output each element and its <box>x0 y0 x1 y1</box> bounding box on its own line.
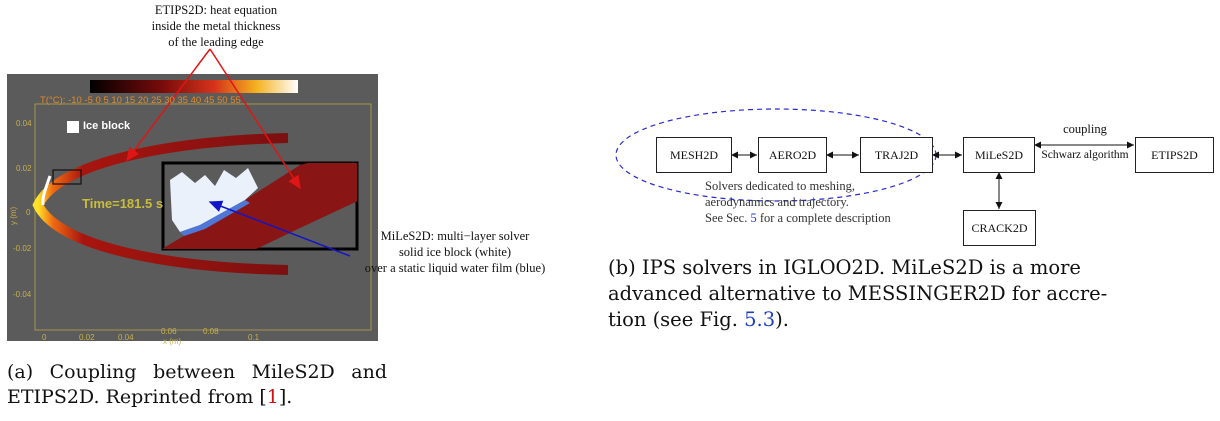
solver-note-line3: See Sec. 5 for a complete description <box>705 210 945 226</box>
etips2d-annotation-line2: inside the metal thickness <box>151 19 281 33</box>
miles2d-annotation-line1: MiLeS2D: multi−layer solver <box>380 229 530 243</box>
caption-a: (a) Coupling between MileS2D and ETIPS2D… <box>7 360 387 410</box>
caption-a-suffix: ]. <box>278 386 293 408</box>
caption-b: (b) IPS solvers in IGLOO2D. MiLeS2D is a… <box>608 255 1198 333</box>
miles2d-annotation-line2: solid ice block (white) <box>398 245 512 259</box>
caption-b-line3-suffix: ). <box>775 308 789 331</box>
caption-b-line1: (b) IPS solvers in IGLOO2D. MiLeS2D is a… <box>608 256 1081 279</box>
x-tick: 0.02 <box>79 333 95 342</box>
colorbar <box>90 80 298 93</box>
etips2d-box: ETIPS2D <box>1135 137 1214 173</box>
caption-b-line2: advanced alternative to MESSINGER2D for … <box>608 282 1108 305</box>
miles2d-annotation: MiLeS2D: multi−layer solver solid ice bl… <box>335 228 575 276</box>
y-tick: 0.04 <box>16 119 32 128</box>
x-tick: 0 <box>42 333 47 342</box>
x-tick: 0.1 <box>248 333 260 342</box>
figure-link[interactable]: 5.3 <box>744 308 776 331</box>
miles2d-annotation-line3: over a static liquid water film (blue) <box>364 261 546 275</box>
caption-b-line3: tion (see Fig. 5.3). <box>608 307 1198 333</box>
traj2d-box: TRAJ2D <box>860 137 933 173</box>
solver-note-line3-prefix: See Sec. <box>705 211 751 225</box>
caption-a-text: (a) Coupling between MileS2D and ETIPS2D… <box>7 361 387 408</box>
time-label: Time=181.5 s <box>82 196 164 211</box>
caption-b-line3-prefix: tion (see Fig. <box>608 308 745 331</box>
colorbar-label: T(°C): -10 -5 0 5 10 15 20 25 30 35 40 4… <box>40 95 241 106</box>
plot-axes-frame <box>34 103 372 331</box>
miles2d-box: MiLeS2D <box>963 137 1035 173</box>
ice-block-legend-label: Ice block <box>83 120 131 132</box>
y-tick: -0.04 <box>13 290 32 299</box>
ice-block-legend-swatch <box>67 121 79 133</box>
red-arrow-right <box>209 48 301 190</box>
solver-note-line1: Solvers dedicated to meshing, <box>705 179 855 193</box>
solver-group-note: Solvers dedicated to meshing, aerodynami… <box>705 178 945 226</box>
y-tick: -0.02 <box>13 244 32 253</box>
solver-note-line3-suffix: for a complete description <box>756 211 891 225</box>
red-arrow-left <box>126 48 211 162</box>
inset-water-film <box>180 200 250 236</box>
etips2d-annotation-line3: of the leading edge <box>168 35 264 49</box>
y-tick: 0 <box>26 208 31 217</box>
leading-edge-profile <box>32 133 289 275</box>
mesh2d-box: MESH2D <box>656 137 732 173</box>
blue-arrow <box>208 200 351 257</box>
coupling-label: coupling <box>1063 122 1107 136</box>
x-tick: 0.08 <box>203 327 219 336</box>
x-tick: 0.04 <box>118 333 134 342</box>
section-link[interactable]: 5 <box>750 211 757 225</box>
etips2d-annotation-line1: ETIPS2D: heat equation <box>154 3 278 17</box>
schwarz-label: Schwarz algorithm <box>1041 149 1129 161</box>
solver-note-line2: aerodynamics and trajectory. <box>705 195 849 209</box>
aero2d-box: AERO2D <box>758 137 827 173</box>
x-tick: 0.06 <box>161 327 177 336</box>
inset-metal-band <box>163 163 357 249</box>
x-axis-label: x (m) <box>163 337 182 346</box>
y-tick: 0.02 <box>16 164 32 173</box>
zoom-region-box <box>52 169 82 185</box>
inset-ice-block <box>170 168 258 232</box>
citation-link[interactable]: 1 <box>266 386 279 408</box>
ice-accretion-edge <box>41 175 52 206</box>
etips2d-annotation: ETIPS2D: heat equation inside the metal … <box>96 2 336 50</box>
crack2d-box: CRACK2D <box>963 210 1036 246</box>
